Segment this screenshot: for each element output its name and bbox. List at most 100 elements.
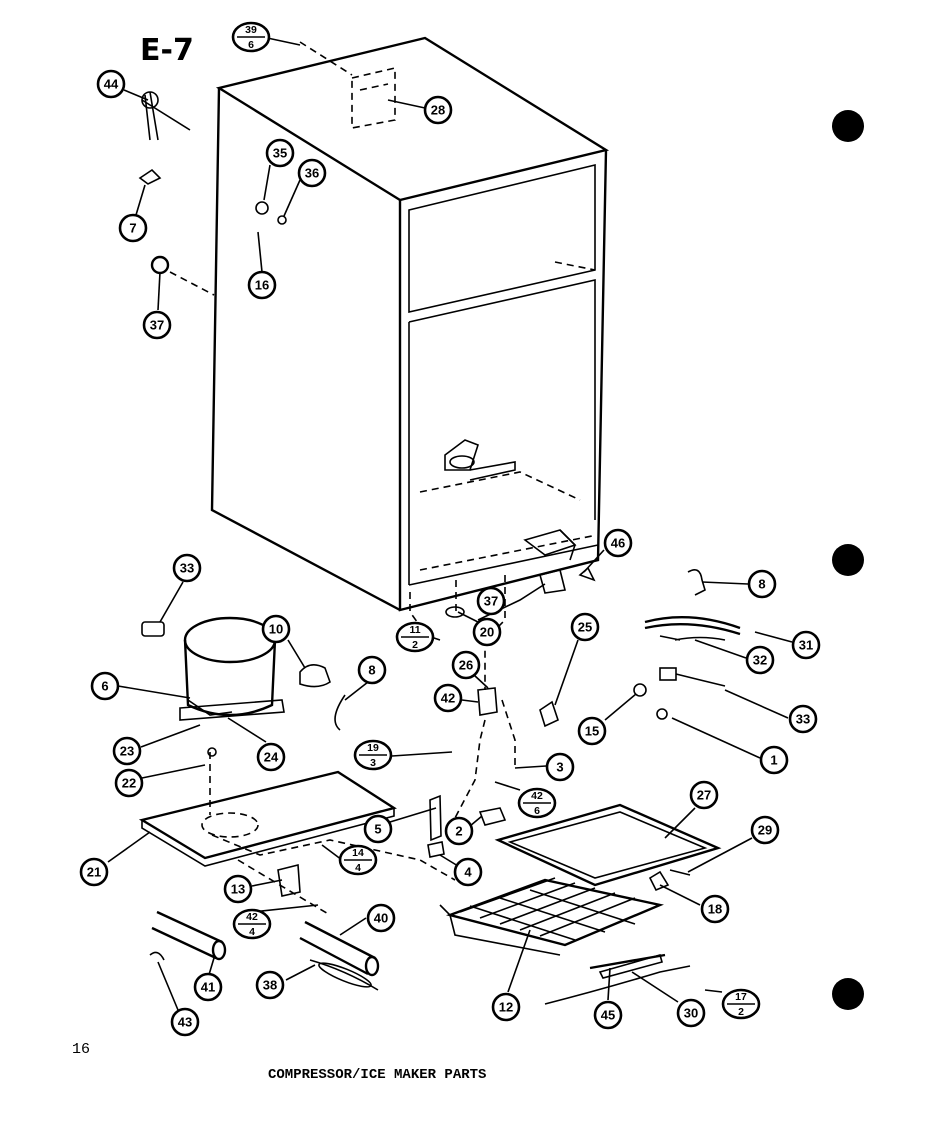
svg-text:10: 10 <box>269 622 283 637</box>
svg-text:18: 18 <box>708 902 722 917</box>
callout-27: 27 <box>689 780 719 810</box>
svg-text:2: 2 <box>738 1006 744 1018</box>
svg-text:4: 4 <box>464 865 472 880</box>
wire-rack <box>439 877 664 956</box>
ice-tray <box>494 803 722 887</box>
part-callouts: 44 7 35 36 16 37 28 46 8 31 32 33 1 15 3… <box>79 69 821 1037</box>
svg-text:21: 21 <box>87 865 101 880</box>
svg-text:4: 4 <box>355 862 361 874</box>
svg-text:7: 7 <box>129 221 136 236</box>
callout-31: 31 <box>791 630 821 660</box>
callout-22: 22 <box>114 768 144 798</box>
callout-13: 13 <box>223 874 253 904</box>
callout-30: 30 <box>676 998 706 1028</box>
binder-hole-bottom <box>832 978 864 1010</box>
fraction-callout-17-2: 172 <box>721 988 761 1020</box>
svg-text:23: 23 <box>120 744 134 759</box>
svg-text:22: 22 <box>122 776 136 791</box>
assembly-guide-lines <box>169 41 516 916</box>
svg-text:40: 40 <box>374 911 388 926</box>
fraction-callouts: 396 112 193 426 144 424 172 <box>231 21 761 1020</box>
svg-text:44: 44 <box>104 77 119 92</box>
callout-3: 3 <box>545 752 575 782</box>
compressor-base-tray <box>138 752 397 867</box>
callout-7: 7 <box>118 213 148 243</box>
callout-37-bottom: 37 <box>476 586 506 616</box>
svg-text:25: 25 <box>578 620 592 635</box>
callout-40: 40 <box>366 903 396 933</box>
svg-text:14: 14 <box>352 847 364 859</box>
svg-text:43: 43 <box>178 1015 192 1030</box>
svg-text:19: 19 <box>367 742 379 754</box>
svg-text:31: 31 <box>799 638 813 653</box>
callout-28: 28 <box>423 95 453 125</box>
fraction-callout-19-3: 193 <box>353 739 393 771</box>
svg-text:37: 37 <box>484 594 498 609</box>
svg-text:38: 38 <box>263 978 277 993</box>
svg-text:2: 2 <box>412 639 418 651</box>
callout-35: 35 <box>265 138 295 168</box>
svg-text:17: 17 <box>735 991 747 1003</box>
svg-text:32: 32 <box>753 653 767 668</box>
refrigerator-cabinet <box>210 36 610 612</box>
page-number: 16 <box>72 1041 90 1058</box>
svg-text:5: 5 <box>374 822 381 837</box>
svg-text:3: 3 <box>370 757 376 769</box>
svg-text:8: 8 <box>368 663 375 678</box>
callout-8-right: 8 <box>747 569 777 599</box>
diagram-caption: COMPRESSOR/ICE MAKER PARTS <box>268 1067 486 1083</box>
svg-text:11: 11 <box>409 624 420 636</box>
binder-hole-top <box>832 110 864 142</box>
callout-5: 5 <box>363 814 393 844</box>
callout-33-right: 33 <box>788 704 818 734</box>
svg-text:6: 6 <box>248 39 254 51</box>
svg-text:15: 15 <box>585 724 599 739</box>
svg-text:46: 46 <box>611 536 625 551</box>
callout-26: 26 <box>451 650 481 680</box>
svg-text:45: 45 <box>601 1008 615 1023</box>
callout-45: 45 <box>593 1000 623 1030</box>
callout-10: 10 <box>261 614 291 644</box>
svg-text:37: 37 <box>150 318 164 333</box>
callout-6: 6 <box>90 671 120 701</box>
callout-8-left: 8 <box>357 655 387 685</box>
callout-12: 12 <box>491 992 521 1022</box>
svg-text:39: 39 <box>245 24 257 36</box>
svg-text:35: 35 <box>273 146 287 161</box>
callout-23: 23 <box>112 736 142 766</box>
sheet-label: E-7 <box>140 33 194 68</box>
svg-text:42: 42 <box>246 911 258 923</box>
svg-text:36: 36 <box>305 166 319 181</box>
callout-leaders <box>107 35 793 1011</box>
svg-text:24: 24 <box>264 750 279 765</box>
callout-36: 36 <box>297 158 327 188</box>
callout-29: 29 <box>750 815 780 845</box>
svg-text:12: 12 <box>499 1000 513 1015</box>
callout-18: 18 <box>700 894 730 924</box>
callout-44: 44 <box>96 69 126 99</box>
svg-text:20: 20 <box>480 625 494 640</box>
binder-hole-middle <box>832 544 864 576</box>
callout-37-top: 37 <box>142 310 172 340</box>
callout-33-left: 33 <box>172 553 202 583</box>
svg-text:28: 28 <box>431 103 445 118</box>
callout-16: 16 <box>247 270 277 300</box>
svg-text:33: 33 <box>180 561 194 576</box>
callout-4: 4 <box>453 857 483 887</box>
svg-text:6: 6 <box>101 679 108 694</box>
callout-41: 41 <box>193 972 223 1002</box>
svg-text:26: 26 <box>459 658 473 673</box>
svg-text:16: 16 <box>255 278 269 293</box>
callout-2: 2 <box>444 816 474 846</box>
callout-46: 46 <box>603 528 633 558</box>
svg-text:1: 1 <box>770 753 777 768</box>
callout-21: 21 <box>79 857 109 887</box>
svg-text:4: 4 <box>249 926 255 938</box>
fraction-callout-11-2: 112 <box>395 621 435 653</box>
callout-1: 1 <box>759 745 789 775</box>
svg-text:41: 41 <box>201 980 215 995</box>
callout-42: 42 <box>433 683 463 713</box>
callout-20: 20 <box>472 617 502 647</box>
